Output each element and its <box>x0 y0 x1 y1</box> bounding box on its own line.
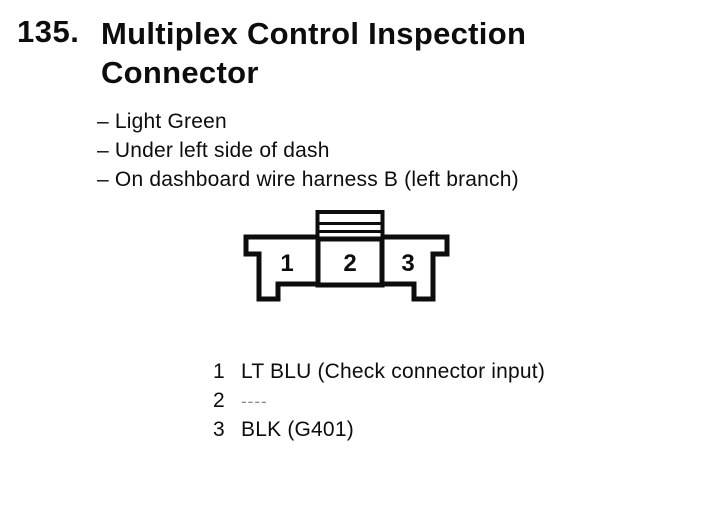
wire-label: BLK (G401) <box>241 418 354 441</box>
note-color: – Light Green <box>97 110 227 133</box>
pin-cavity-label-2: 2 <box>343 250 356 277</box>
pin-cavity-label-3: 3 <box>401 250 414 277</box>
pin-number: 2 <box>213 389 225 412</box>
pin-row-1: 1 LT BLU (Check connector input) <box>213 360 545 389</box>
item-number: 135. <box>17 14 80 49</box>
connector-latch-tab <box>315 210 385 241</box>
pin-number: 3 <box>213 418 225 441</box>
pin-wire-list: 1 LT BLU (Check connector input) 2 ---- … <box>213 360 545 447</box>
wire-label: LT BLU (Check connector input) <box>241 360 546 383</box>
note-location: – Under left side of dash <box>97 139 330 162</box>
connector-diagram: 1 2 3 <box>243 210 450 302</box>
page-title-line-2: Connector <box>101 55 259 90</box>
wire-label-not-used: ---- <box>241 392 268 411</box>
pin-row-3: 3 BLK (G401) <box>213 418 545 447</box>
pin-number: 1 <box>213 360 225 383</box>
pin-row-2: 2 ---- <box>213 389 545 418</box>
page-title: Multiplex Control Inspection Connector <box>101 14 526 92</box>
connector-notes: – Light Green – Under left side of dash … <box>97 107 519 194</box>
center-cavity-box <box>315 236 385 288</box>
note-harness: – On dashboard wire harness B (left bran… <box>97 168 519 191</box>
pin-cavity-label-1: 1 <box>280 250 293 277</box>
page-title-line-1: Multiplex Control Inspection <box>101 16 527 51</box>
